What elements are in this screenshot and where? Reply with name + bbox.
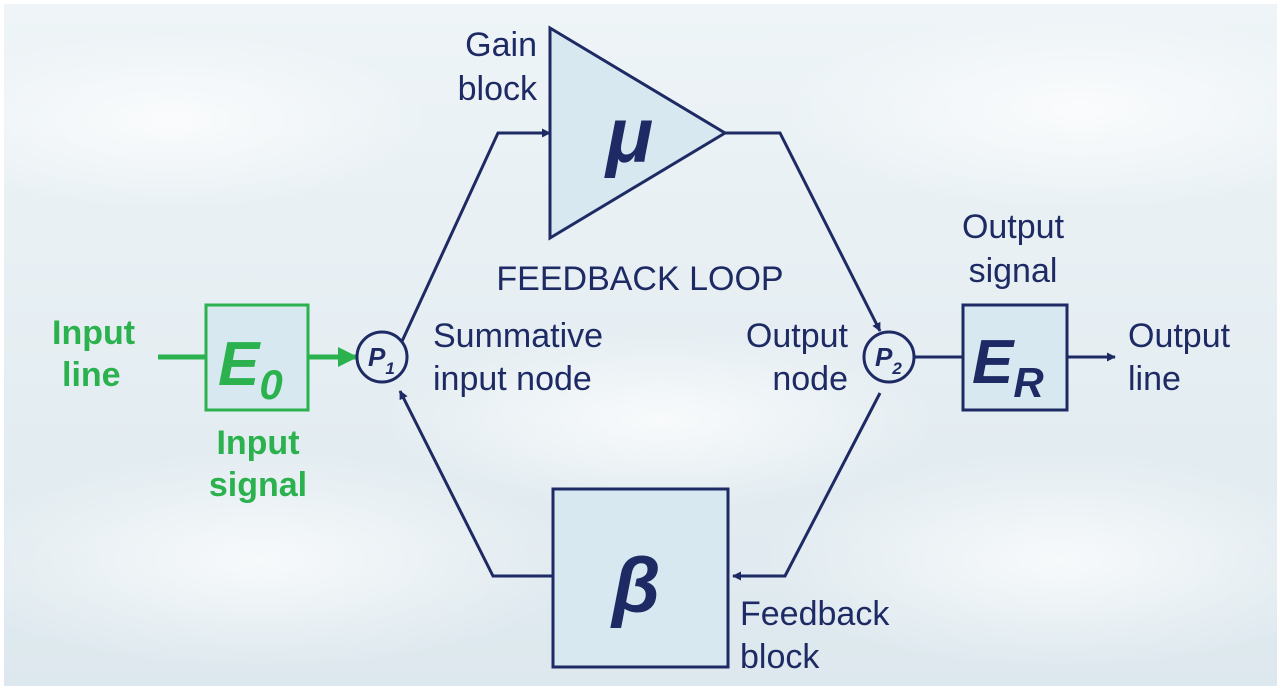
svg-text:Output: Output (962, 208, 1065, 246)
svg-text:Output: Output (746, 317, 849, 355)
output-line-label: Output line (1128, 317, 1231, 398)
output-signal-symbol: ER (972, 328, 1044, 406)
svg-text:input node: input node (433, 360, 592, 398)
feedback-block-label: Feedback block (740, 595, 890, 676)
gain-to-p2-line (725, 131, 882, 332)
cloud-texture (0, 10, 1281, 670)
feedback-loop-title: FEEDBACK LOOP (496, 260, 783, 298)
gain-block (548, 25, 728, 241)
summative-input-node (355, 330, 409, 384)
input-signal-symbol: E0 (218, 330, 283, 408)
svg-text:line: line (62, 356, 121, 394)
input-signal-block (204, 303, 310, 412)
feedback-to-p1-line (398, 390, 553, 578)
output-signal-block (961, 303, 1069, 412)
input-line-label: Input line (52, 314, 135, 394)
svg-text:line: line (1128, 360, 1181, 398)
svg-text:block: block (458, 70, 538, 108)
node-p2-symbol: P2 (875, 342, 902, 378)
svg-text:Input: Input (52, 314, 135, 352)
feedback-block (551, 487, 730, 669)
output-node-label: Output node (746, 317, 849, 398)
svg-text:Input: Input (216, 424, 299, 462)
svg-text:Output: Output (1128, 317, 1231, 355)
svg-text:block: block (740, 638, 820, 676)
input-signal-label: Input signal (209, 424, 307, 504)
p1-to-gain-line (396, 128, 551, 351)
svg-text:signal: signal (209, 466, 307, 504)
svg-text:Gain: Gain (465, 26, 537, 64)
feedback-symbol: β (610, 541, 660, 629)
p2-to-feedback-line (732, 392, 882, 581)
svg-text:Feedback: Feedback (740, 595, 890, 633)
gain-block-label: Gain block (458, 26, 538, 108)
node-p1-symbol: P1 (368, 342, 395, 378)
output-node (862, 330, 916, 384)
svg-text:node: node (772, 360, 848, 398)
output-signal-label: Output signal (962, 208, 1065, 290)
connections (396, 128, 1116, 581)
svg-text:signal: signal (969, 252, 1058, 290)
svg-text:Summative: Summative (433, 317, 603, 355)
summative-node-label: Summative input node (433, 317, 603, 398)
gain-symbol: μ (604, 91, 653, 179)
